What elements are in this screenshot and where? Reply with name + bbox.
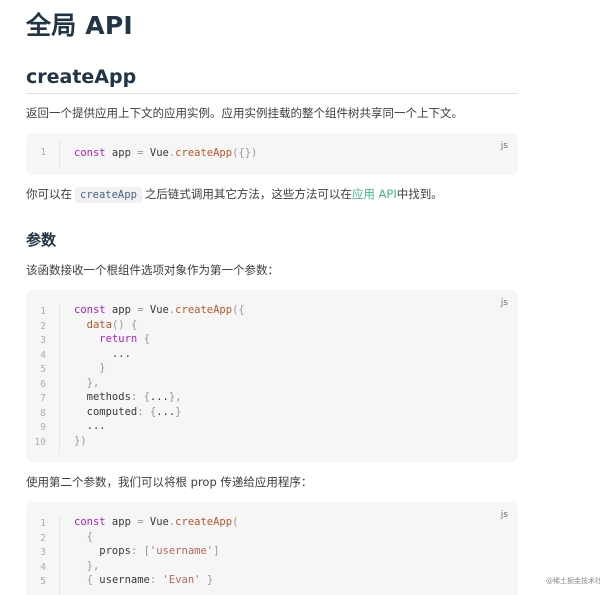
section-heading-createapp: createApp (26, 66, 137, 88)
line-number: 1 (40, 306, 46, 317)
code-line: }, (86, 377, 100, 389)
chaining-middle: 之后链式调用其它方法，这些方法可以在 (144, 187, 352, 201)
code-line: computed: {...} (74, 406, 182, 418)
line-numbers: 1 2 3 4 5 6 7 8 9 10 (26, 304, 60, 454)
inline-code-createapp: createApp (75, 187, 142, 203)
watermark: @稀土掘金技术社区 (546, 577, 600, 585)
chaining-prefix: 你可以在 (26, 187, 72, 201)
line-number: 4 (40, 350, 46, 361)
line-number: 9 (40, 422, 46, 433)
line-numbers: 1 2 3 4 5 (26, 516, 60, 595)
application-api-link[interactable]: 应用 API (351, 187, 397, 201)
params-description: 该函数接收一个根组件选项对象作为第一个参数： (26, 263, 279, 277)
line-number: 1 (40, 518, 46, 529)
line-number: 3 (40, 547, 46, 558)
code-line: { (86, 531, 93, 543)
page-title: 全局 API (26, 11, 133, 40)
code-lang-label: js (500, 298, 508, 308)
code-line: methods: {...}, (74, 391, 182, 403)
line-number: 8 (40, 408, 46, 419)
code-line: data() { (86, 319, 138, 331)
code-line: const app = Vue.createApp({}) (74, 147, 258, 159)
line-numbers: 1 (26, 141, 60, 167)
code-line: }, (86, 560, 100, 572)
code-line: } (99, 362, 106, 374)
code-block-2: js 1 2 3 4 5 6 7 8 9 10 const app = Vue.… (26, 290, 518, 462)
line-number: 2 (40, 321, 46, 332)
heading-divider (26, 93, 518, 94)
line-number: 5 (40, 576, 46, 587)
line-number: 10 (34, 437, 46, 448)
code-line: return { (99, 333, 150, 345)
code-line: }) (74, 435, 87, 447)
line-number: 1 (40, 147, 46, 158)
second-param-description: 使用第二个参数，我们可以将根 prop 传递给应用程序： (26, 475, 313, 489)
createapp-description: 返回一个提供应用上下文的应用实例。应用实例挂载的整个组件树共享同一个上下文。 (26, 106, 463, 120)
chaining-suffix: 中找到。 (396, 187, 443, 201)
line-number: 2 (40, 533, 46, 544)
code-block-1: js 1 const app = Vue.createApp({}) (26, 133, 518, 175)
line-number: 6 (40, 379, 46, 390)
code-line: ... (74, 348, 131, 360)
code-lang-label: js (500, 141, 508, 151)
line-number: 7 (40, 393, 46, 404)
code-lang-label: js (500, 510, 508, 520)
code-block-3: js 1 2 3 4 5 const app = Vue.createApp( … (26, 502, 518, 595)
code-line: const app = Vue.createApp( (74, 516, 239, 528)
code-line: { username: 'Evan' } (86, 574, 214, 586)
section-heading-params: 参数 (26, 231, 57, 249)
line-number: 3 (40, 335, 46, 346)
line-number: 5 (40, 364, 46, 375)
code-line: const app = Vue.createApp({ (74, 304, 245, 316)
line-number: 4 (40, 562, 46, 573)
code-line: ... (74, 420, 106, 432)
code-line: props: ['username'] (74, 545, 220, 557)
